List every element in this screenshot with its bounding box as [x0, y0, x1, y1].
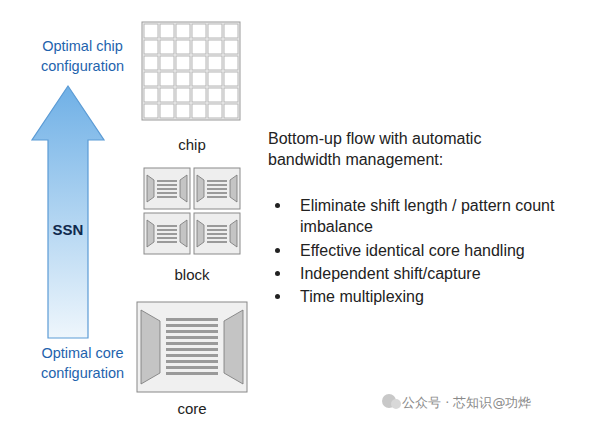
arrow-label: SSN — [30, 221, 106, 239]
bottom-caption: Optimal core configuration — [5, 343, 160, 383]
level-label: block — [135, 266, 249, 284]
block-quad — [194, 213, 240, 254]
bullet-dot — [275, 203, 280, 208]
top-caption: Optimal chip configuration — [5, 36, 160, 76]
core-node: core — [128, 300, 256, 418]
heading-text: Bottom-up flow with automatic bandwidth … — [268, 128, 540, 170]
bullet-dot — [275, 271, 280, 276]
bullet-text: Time multiplexing — [300, 286, 575, 307]
chip-grid — [143, 23, 239, 119]
block-node: block — [135, 166, 249, 284]
level-label: core — [128, 400, 256, 418]
bullet-dot — [275, 248, 280, 253]
core-outline — [137, 302, 247, 392]
arrow-node: SSN — [30, 86, 106, 338]
core-wrapper — [141, 310, 160, 384]
core-chains — [166, 318, 218, 375]
bullet-dot — [275, 294, 280, 299]
block-quad — [144, 168, 190, 209]
core-wrapper — [224, 310, 243, 384]
chip-outline — [142, 22, 240, 120]
up-arrow — [32, 86, 104, 338]
bullet-text: Effective identical core handling — [300, 240, 575, 261]
block-quad — [194, 168, 240, 209]
bullet-text: Independent shift/capture — [300, 263, 575, 284]
wechat-icon — [391, 399, 401, 409]
block-quad — [144, 213, 190, 254]
watermark: 公众号 · 芯知识@功烨 — [402, 393, 585, 413]
chip-node: chip — [135, 22, 249, 154]
level-label: chip — [135, 136, 249, 154]
bullet-text: Eliminate shift length / pattern count i… — [300, 195, 562, 237]
